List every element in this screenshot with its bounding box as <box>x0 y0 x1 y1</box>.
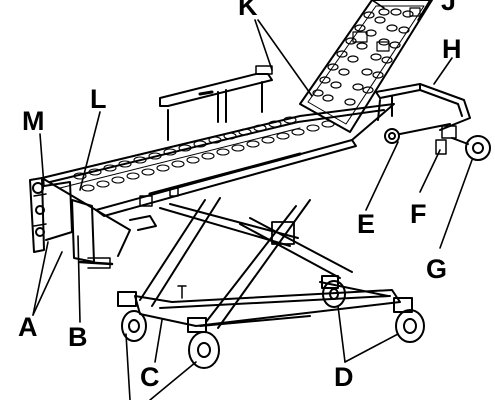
leader-a-2 <box>32 251 63 316</box>
callout-d: D <box>334 362 354 392</box>
callout-b: B <box>68 322 88 352</box>
leader-d-2 <box>344 333 399 363</box>
leader-k-1 <box>254 19 273 71</box>
leader-h <box>433 57 453 85</box>
leader-b <box>77 235 81 323</box>
leader-j <box>417 0 431 21</box>
leader-m <box>39 133 45 187</box>
caster-front-left <box>321 275 346 308</box>
caster-front-right <box>393 297 425 343</box>
callout-e: E <box>357 209 376 239</box>
leader-d-1 <box>337 305 346 363</box>
caster-wheels <box>117 275 425 369</box>
callout-l: L <box>90 84 107 114</box>
callout-c: C <box>140 362 160 392</box>
side-rail <box>159 65 273 141</box>
leader-a-1 <box>32 241 49 316</box>
x-frame-base <box>134 197 401 329</box>
leader-g <box>439 159 473 249</box>
callout-h: H <box>442 34 462 64</box>
leader-top-center <box>371 0 385 9</box>
callout-f: F <box>410 199 427 229</box>
leader-e <box>365 141 399 211</box>
callout-g: G <box>426 254 448 284</box>
callout-k: K <box>238 0 258 21</box>
leader-c <box>154 319 163 363</box>
callout-m: M <box>22 106 45 136</box>
head-end-frame <box>375 83 491 161</box>
foot-end-frame <box>29 177 157 269</box>
leader-l <box>79 111 101 191</box>
leader-bottom-1 <box>125 333 131 400</box>
leader-lines <box>32 0 473 400</box>
callout-j: J <box>441 0 457 16</box>
leader-k-2 <box>257 19 313 97</box>
main-deck <box>41 103 395 217</box>
caster-rear-left <box>117 291 147 342</box>
leader-f <box>419 149 441 193</box>
callout-a: A <box>18 312 38 342</box>
caster-rear-right <box>187 317 220 369</box>
leader-bottom-2 <box>149 361 197 400</box>
